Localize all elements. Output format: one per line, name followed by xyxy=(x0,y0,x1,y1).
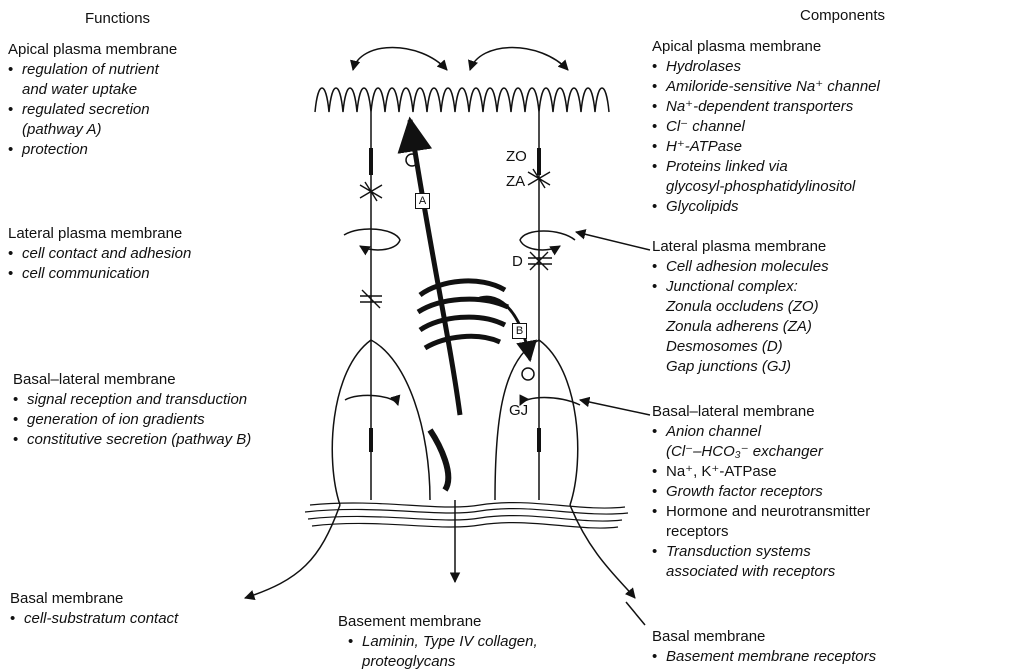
lateral-arrow-left xyxy=(344,229,400,250)
basal-arrow-right xyxy=(570,505,635,598)
left-basal-outline xyxy=(332,340,371,505)
lateral-arrow-right xyxy=(520,231,575,250)
label-za: ZA xyxy=(506,173,525,190)
desmosome-right xyxy=(528,252,552,270)
left-basal-outline-inner xyxy=(371,340,430,500)
label-d: D xyxy=(512,253,523,270)
basal-arrow-left xyxy=(245,505,340,598)
vesicle-b xyxy=(522,368,534,380)
pointer-basal-lateral xyxy=(580,400,650,415)
label-gj: GJ xyxy=(509,402,528,419)
pathway-b-label: B xyxy=(512,323,527,339)
golgi-stack xyxy=(418,281,508,348)
basal-lateral-arrow-right xyxy=(520,398,580,406)
right-basal-outline xyxy=(539,340,578,505)
apical-arrow-right xyxy=(470,48,568,71)
right-basal-outline-inner xyxy=(495,340,539,500)
apical-arrow-left xyxy=(353,48,447,71)
pointer-lateral xyxy=(576,232,650,250)
microvilli xyxy=(315,88,609,112)
pathway-a-label: A xyxy=(415,193,430,209)
label-zo: ZO xyxy=(506,148,527,165)
pointer-basal-membrane xyxy=(626,602,645,625)
pathway-a-track xyxy=(410,120,460,415)
er-tubule xyxy=(430,430,448,490)
